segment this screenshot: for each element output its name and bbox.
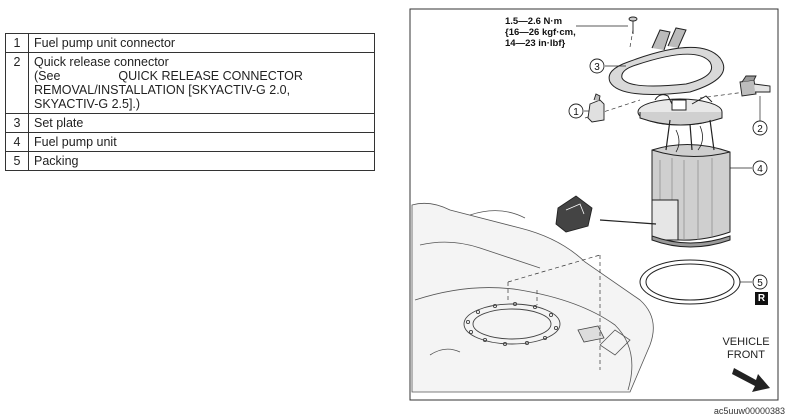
part-line: Quick release connector [34, 55, 169, 69]
torque-spec-line: {16—26 kgf·cm, [505, 27, 576, 38]
tank-opening [463, 301, 561, 347]
vehicle-front-line: FRONT [727, 349, 765, 361]
part-line: SKYACTIV-G 2.5].) [34, 97, 141, 111]
quick-release-connector [739, 75, 771, 97]
callout-circles [568, 58, 768, 290]
tank-bracket [577, 325, 605, 343]
table-row: 5 Packing [5, 151, 375, 171]
set-plate [608, 27, 725, 95]
r-badge: R [755, 292, 768, 305]
parts-table: 1 Fuel pump unit connector 2 Quick relea… [5, 33, 375, 171]
part-line: Set plate [34, 116, 84, 130]
fuel-pump-unit-connector [587, 93, 605, 123]
torque-spec-line: 14—23 in·lbf} [505, 38, 566, 49]
part-description: Packing [28, 151, 375, 171]
vehicle-front-line: VEHICLE [722, 336, 770, 348]
bolt [628, 16, 638, 34]
callout-leaders [576, 25, 761, 283]
part-line: Packing [34, 154, 79, 168]
callout-4: 4 [757, 164, 763, 175]
part-line: REMOVAL/INSTALLATION [SKYACTIV-G 2.0, [34, 83, 291, 97]
torque-spec-line: 1.5—2.6 N·m [505, 16, 563, 27]
callout-2: 2 [757, 124, 763, 135]
callout-3: 3 [594, 62, 600, 73]
vehicle-front-arrow-icon [732, 368, 770, 392]
part-line: Fuel pump unit [34, 135, 117, 149]
vehicle-front-label: VEHICLE FRONT [716, 336, 776, 362]
fuel-pump-unit [637, 94, 731, 248]
callout-5: 5 [757, 278, 763, 289]
fuel-tank-outline [411, 202, 654, 393]
torque-spec: 1.5—2.6 N·m {16—26 kgf·cm, 14—23 in·lbf} [505, 16, 576, 49]
packing [639, 259, 741, 305]
callout-1: 1 [573, 107, 579, 118]
part-line: Fuel pump unit connector [34, 36, 176, 50]
figure-code: ac5uuw00000383 [713, 406, 785, 416]
fuel-level-sender [555, 195, 657, 233]
figure-frame [409, 8, 779, 401]
